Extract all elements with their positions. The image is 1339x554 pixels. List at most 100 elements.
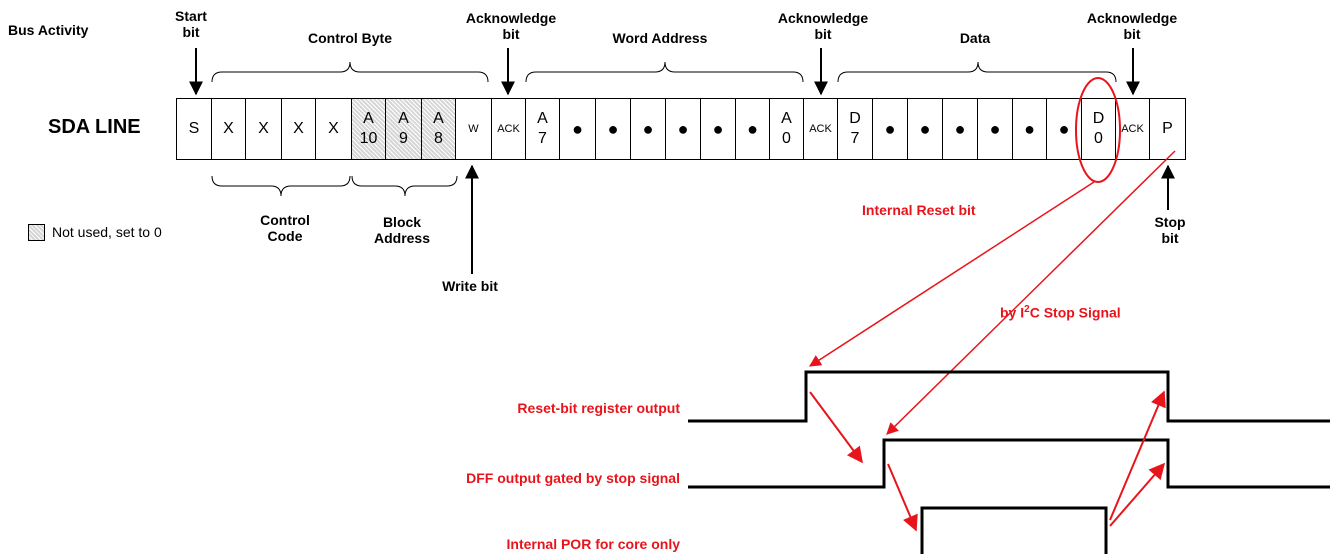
- sda-cell-text: A: [363, 110, 374, 127]
- sda-cell-text: 10: [359, 130, 378, 147]
- sda-cell-text: A: [433, 110, 444, 127]
- write-bit-label: Write bit: [442, 278, 498, 294]
- word-address-label: Word Address: [612, 30, 708, 46]
- sda-cell-write: W: [456, 98, 492, 160]
- sda-cell-addr-dot-5: ●: [701, 98, 736, 160]
- bus-activity-title: Bus Activity: [8, 22, 89, 38]
- sda-cell-block-a10: A 10: [352, 98, 386, 160]
- sda-cell-ack-3: ACK: [1116, 98, 1150, 160]
- sda-cell-addr-dot-6: ●: [736, 98, 770, 160]
- sda-cell-text: ACK: [497, 123, 520, 135]
- shaded-swatch-icon: [28, 224, 45, 241]
- sda-cell-text: A: [781, 110, 792, 127]
- sda-cell-addr-dot-2: ●: [596, 98, 631, 160]
- sda-cell-text: ●: [989, 119, 1001, 139]
- sda-cell-text: S: [188, 120, 200, 137]
- reset-bit-register-output-wave: [688, 370, 1330, 423]
- sda-cell-text: D: [849, 110, 861, 127]
- sda-cell-text: ●: [572, 119, 583, 139]
- sda-cell-text: ●: [954, 119, 966, 139]
- sda-cell-text: ●: [1024, 119, 1035, 139]
- sda-cell-text: ●: [884, 119, 896, 139]
- internal-reset-bit-label: Internal Reset bit: [862, 202, 976, 218]
- data-label: Data: [959, 30, 991, 46]
- sda-cell-text: 7: [850, 130, 860, 147]
- sda-cell-data-dot-3: ●: [943, 98, 978, 160]
- reset-to-dff-arrow: [809, 391, 863, 464]
- reset-bit-arrow: [808, 181, 1095, 367]
- sda-cell-text: 9: [399, 130, 408, 147]
- sda-cell-data-dot-2: ●: [908, 98, 943, 160]
- sda-cell-text: X: [223, 120, 234, 137]
- sda-cell-ack-1: ACK: [492, 98, 526, 160]
- sda-cell-text: D: [1092, 110, 1105, 127]
- sda-cell-text: 8: [434, 130, 443, 147]
- sda-cell-text: ●: [712, 119, 724, 139]
- sda-cell-text: X: [258, 120, 269, 137]
- sda-cell-text: 0: [1094, 130, 1103, 147]
- dff-output-gated-label: DFF output gated by stop signal: [466, 470, 680, 486]
- sda-cell-text: ●: [1058, 119, 1070, 139]
- sda-cell-addr-dot-3: ●: [631, 98, 666, 160]
- por-to-dff-fall-arrow: [1109, 462, 1166, 527]
- sda-cell-text: ACK: [809, 123, 832, 135]
- sda-cell-text: W: [468, 123, 479, 135]
- sda-cell-text: ●: [607, 119, 619, 139]
- sda-cell-text: ●: [919, 119, 931, 139]
- reset-bit-register-output-label: Reset-bit register output: [517, 400, 680, 416]
- sda-cell-data-dot-5: ●: [1013, 98, 1047, 160]
- sda-cell-text: X: [293, 120, 304, 137]
- control-code-brace: [211, 175, 351, 197]
- sda-cell-text: A: [398, 110, 409, 127]
- sda-cell-start: S: [176, 98, 212, 160]
- sda-cell-data-dot-6: ●: [1047, 98, 1082, 160]
- control-byte-label: Control Byte: [308, 30, 392, 46]
- word-address-brace: [525, 61, 804, 83]
- sda-cell-ctrl-code-4: X: [316, 98, 352, 160]
- sda-cell-data-dot-4: ●: [978, 98, 1013, 160]
- d0-highlight-ellipse: [1075, 77, 1121, 183]
- sda-cell-ack-2: ACK: [804, 98, 838, 160]
- legend-text: Not used, set to 0: [52, 224, 162, 240]
- sda-cell-text: X: [328, 120, 339, 137]
- internal-por-core-label: Internal POR for core only: [506, 536, 680, 552]
- sda-line-label: SDA LINE: [48, 116, 141, 138]
- sda-cell-text: 7: [538, 130, 547, 147]
- sda-cell-text: ●: [677, 119, 689, 139]
- sda-cell-text: ACK: [1121, 123, 1144, 135]
- sda-cell-text: A: [537, 110, 548, 127]
- sda-cell-text: ●: [642, 119, 654, 139]
- internal-por-core-wave: [920, 506, 1108, 554]
- dff-to-por-arrow: [887, 463, 918, 532]
- sda-cell-text: P: [1162, 120, 1173, 137]
- sda-cell-addr-dot-1: ●: [560, 98, 596, 160]
- sda-cell-text: 0: [782, 130, 791, 147]
- stop-signal-arrow: [886, 150, 1176, 435]
- dff-output-gated-wave: [688, 438, 1330, 489]
- data-brace: [837, 61, 1117, 83]
- sda-cell-text: ●: [747, 119, 758, 139]
- sda-cell-data-dot-1: ●: [873, 98, 908, 160]
- sda-cell-ctrl-code-3: X: [282, 98, 316, 160]
- block-address-brace: [351, 175, 458, 197]
- sda-cell-ctrl-code-2: X: [246, 98, 282, 160]
- sda-cell-ctrl-code-1: X: [212, 98, 246, 160]
- sda-cell-addr-dot-4: ●: [666, 98, 701, 160]
- sda-cell-stop: P: [1150, 98, 1186, 160]
- por-to-reset-fall-arrow: [1109, 390, 1166, 521]
- control-byte-brace: [211, 61, 489, 83]
